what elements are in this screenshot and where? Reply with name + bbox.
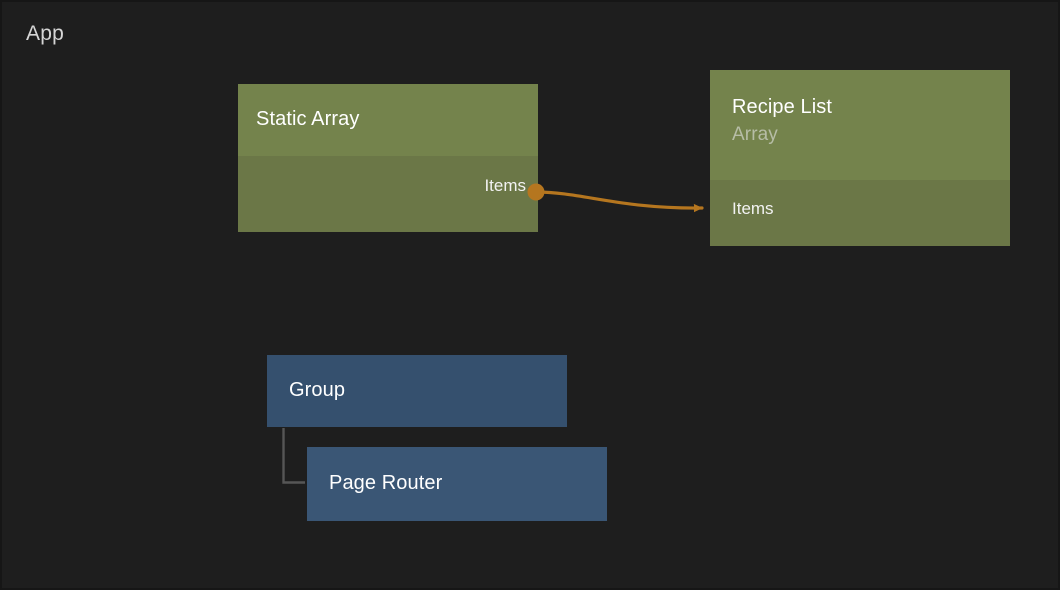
node-static-array-header[interactable]: Static Array [238,84,538,156]
node-recipe-list-title: Recipe List [732,96,833,118]
node-recipe-list[interactable]: Recipe List Array Items [710,70,1010,246]
node-static-array-body: Items [238,156,538,232]
node-recipe-list-body: Items [710,180,1010,246]
node-recipe-list-header[interactable]: Recipe List Array [710,70,1010,180]
node-static-array[interactable]: Static Array Items [238,84,538,232]
input-port-row-items[interactable]: Items [732,199,774,219]
node-static-array-title: Static Array [256,108,360,130]
node-page-router[interactable]: Page Router [307,447,607,521]
input-port-label-items: Items [732,199,774,218]
node-page-router-title: Page Router [329,472,443,494]
node-group-title: Group [289,379,346,401]
page-title: App [26,22,64,45]
output-port-label-items: Items [484,176,526,195]
tree-connector-group-to-page-router [282,428,305,484]
node-group[interactable]: Group [267,355,567,427]
output-port-row-items[interactable]: Items [484,176,526,196]
connection-items-to-items[interactable] [534,190,704,213]
node-recipe-list-subtitle: Array [732,124,778,145]
